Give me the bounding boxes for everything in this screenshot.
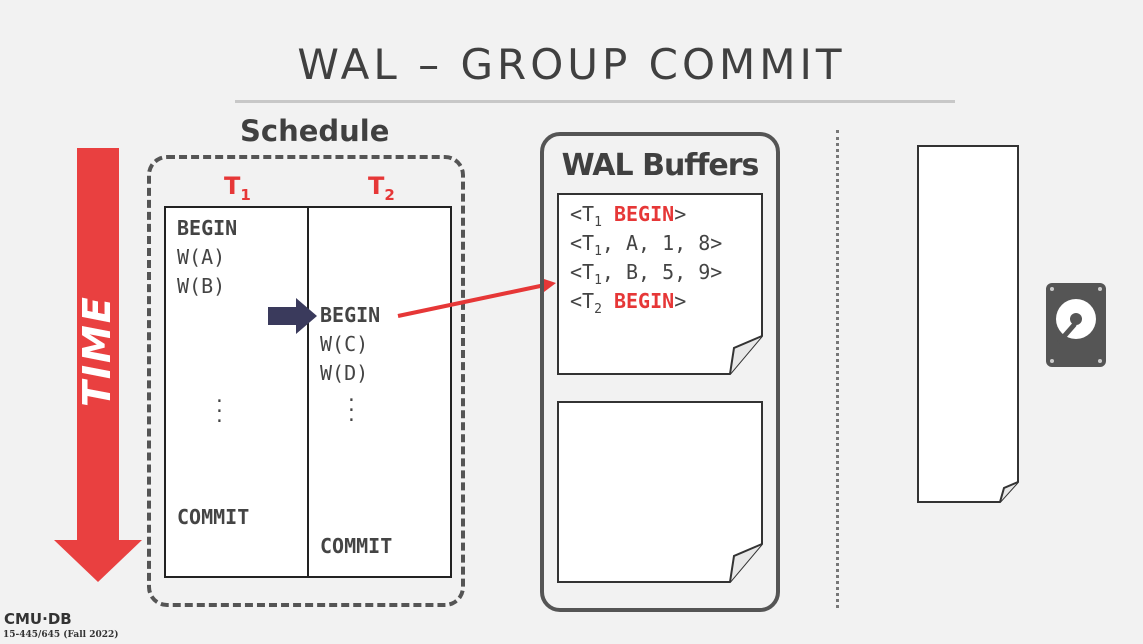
wal-entry-keyword: BEGIN [613,289,675,313]
pointer-arrow-icon [268,298,317,334]
wal-buffer-page-1 [557,193,763,375]
wal-buffers-frame [540,132,780,612]
wal-entry: <T1, A, 1, 8> [570,231,722,259]
t2-ellipsis: ... [346,385,357,426]
t1-header: T1 [224,172,251,204]
wal-entry-sub: 1 [594,273,602,288]
t2-write-d: W(D) [320,361,369,385]
t1-write-a: W(A) [177,245,226,269]
wal-entry-open: <T [570,202,595,226]
wal-entry-keyword: BEGIN [613,202,675,226]
wal-entry-close: > [674,202,687,226]
disk-log-page [917,145,1019,503]
t2-commit: COMMIT [320,534,393,558]
t2-header-label: T [368,172,385,200]
wal-entry-sub: 2 [594,302,602,317]
time-arrow-head [54,540,142,582]
time-arrow-icon [77,148,119,540]
wal-entry: <T1 BEGIN> [570,202,686,230]
wal-buffers-heading: WAL Buffers [561,148,760,183]
t1-commit: COMMIT [177,505,250,529]
course-label: 15-445/645 (Fall 2022) [3,630,119,640]
t2-header-sub: 2 [384,185,395,204]
t1-begin: BEGIN [177,216,238,240]
log-connector-line [397,283,546,318]
wal-entry-sub: 1 [594,244,602,259]
wal-entry-rest: , B, 5, 9> [601,260,723,284]
t2-begin: BEGIN [320,303,381,327]
wal-entry-open: <T [570,289,595,313]
title-underline [235,100,955,103]
t2-write-c: W(C) [320,332,369,356]
wal-entry: <T1, B, 5, 9> [570,260,722,288]
wal-entry-rest [602,289,614,313]
schedule-heading: Schedule [240,114,390,148]
cmu-db-logo: CMU·DB [4,610,72,628]
wal-buffer-page-2 [557,401,763,583]
t1-ellipsis: ... [214,386,225,427]
section-divider [836,130,839,608]
t1-write-b: W(B) [177,274,226,298]
wal-entry-open: <T [570,231,595,255]
t1-header-label: T [224,172,241,200]
schedule-frame [147,155,465,607]
column-divider [307,206,309,578]
t2-header: T2 [368,172,395,204]
wal-entry-rest [602,202,614,226]
wal-entry-sub: 1 [594,215,602,230]
wal-entry-rest: , A, 1, 8> [601,231,723,255]
log-connector-head [541,278,556,292]
t1-header-sub: 1 [240,185,251,204]
wal-entry-close: > [674,289,687,313]
disk-icon [1046,283,1106,367]
wal-entry-open: <T [570,260,595,284]
slide-title: WAL – GROUP COMMIT [297,40,846,89]
wal-entry: <T2 BEGIN> [570,289,686,317]
